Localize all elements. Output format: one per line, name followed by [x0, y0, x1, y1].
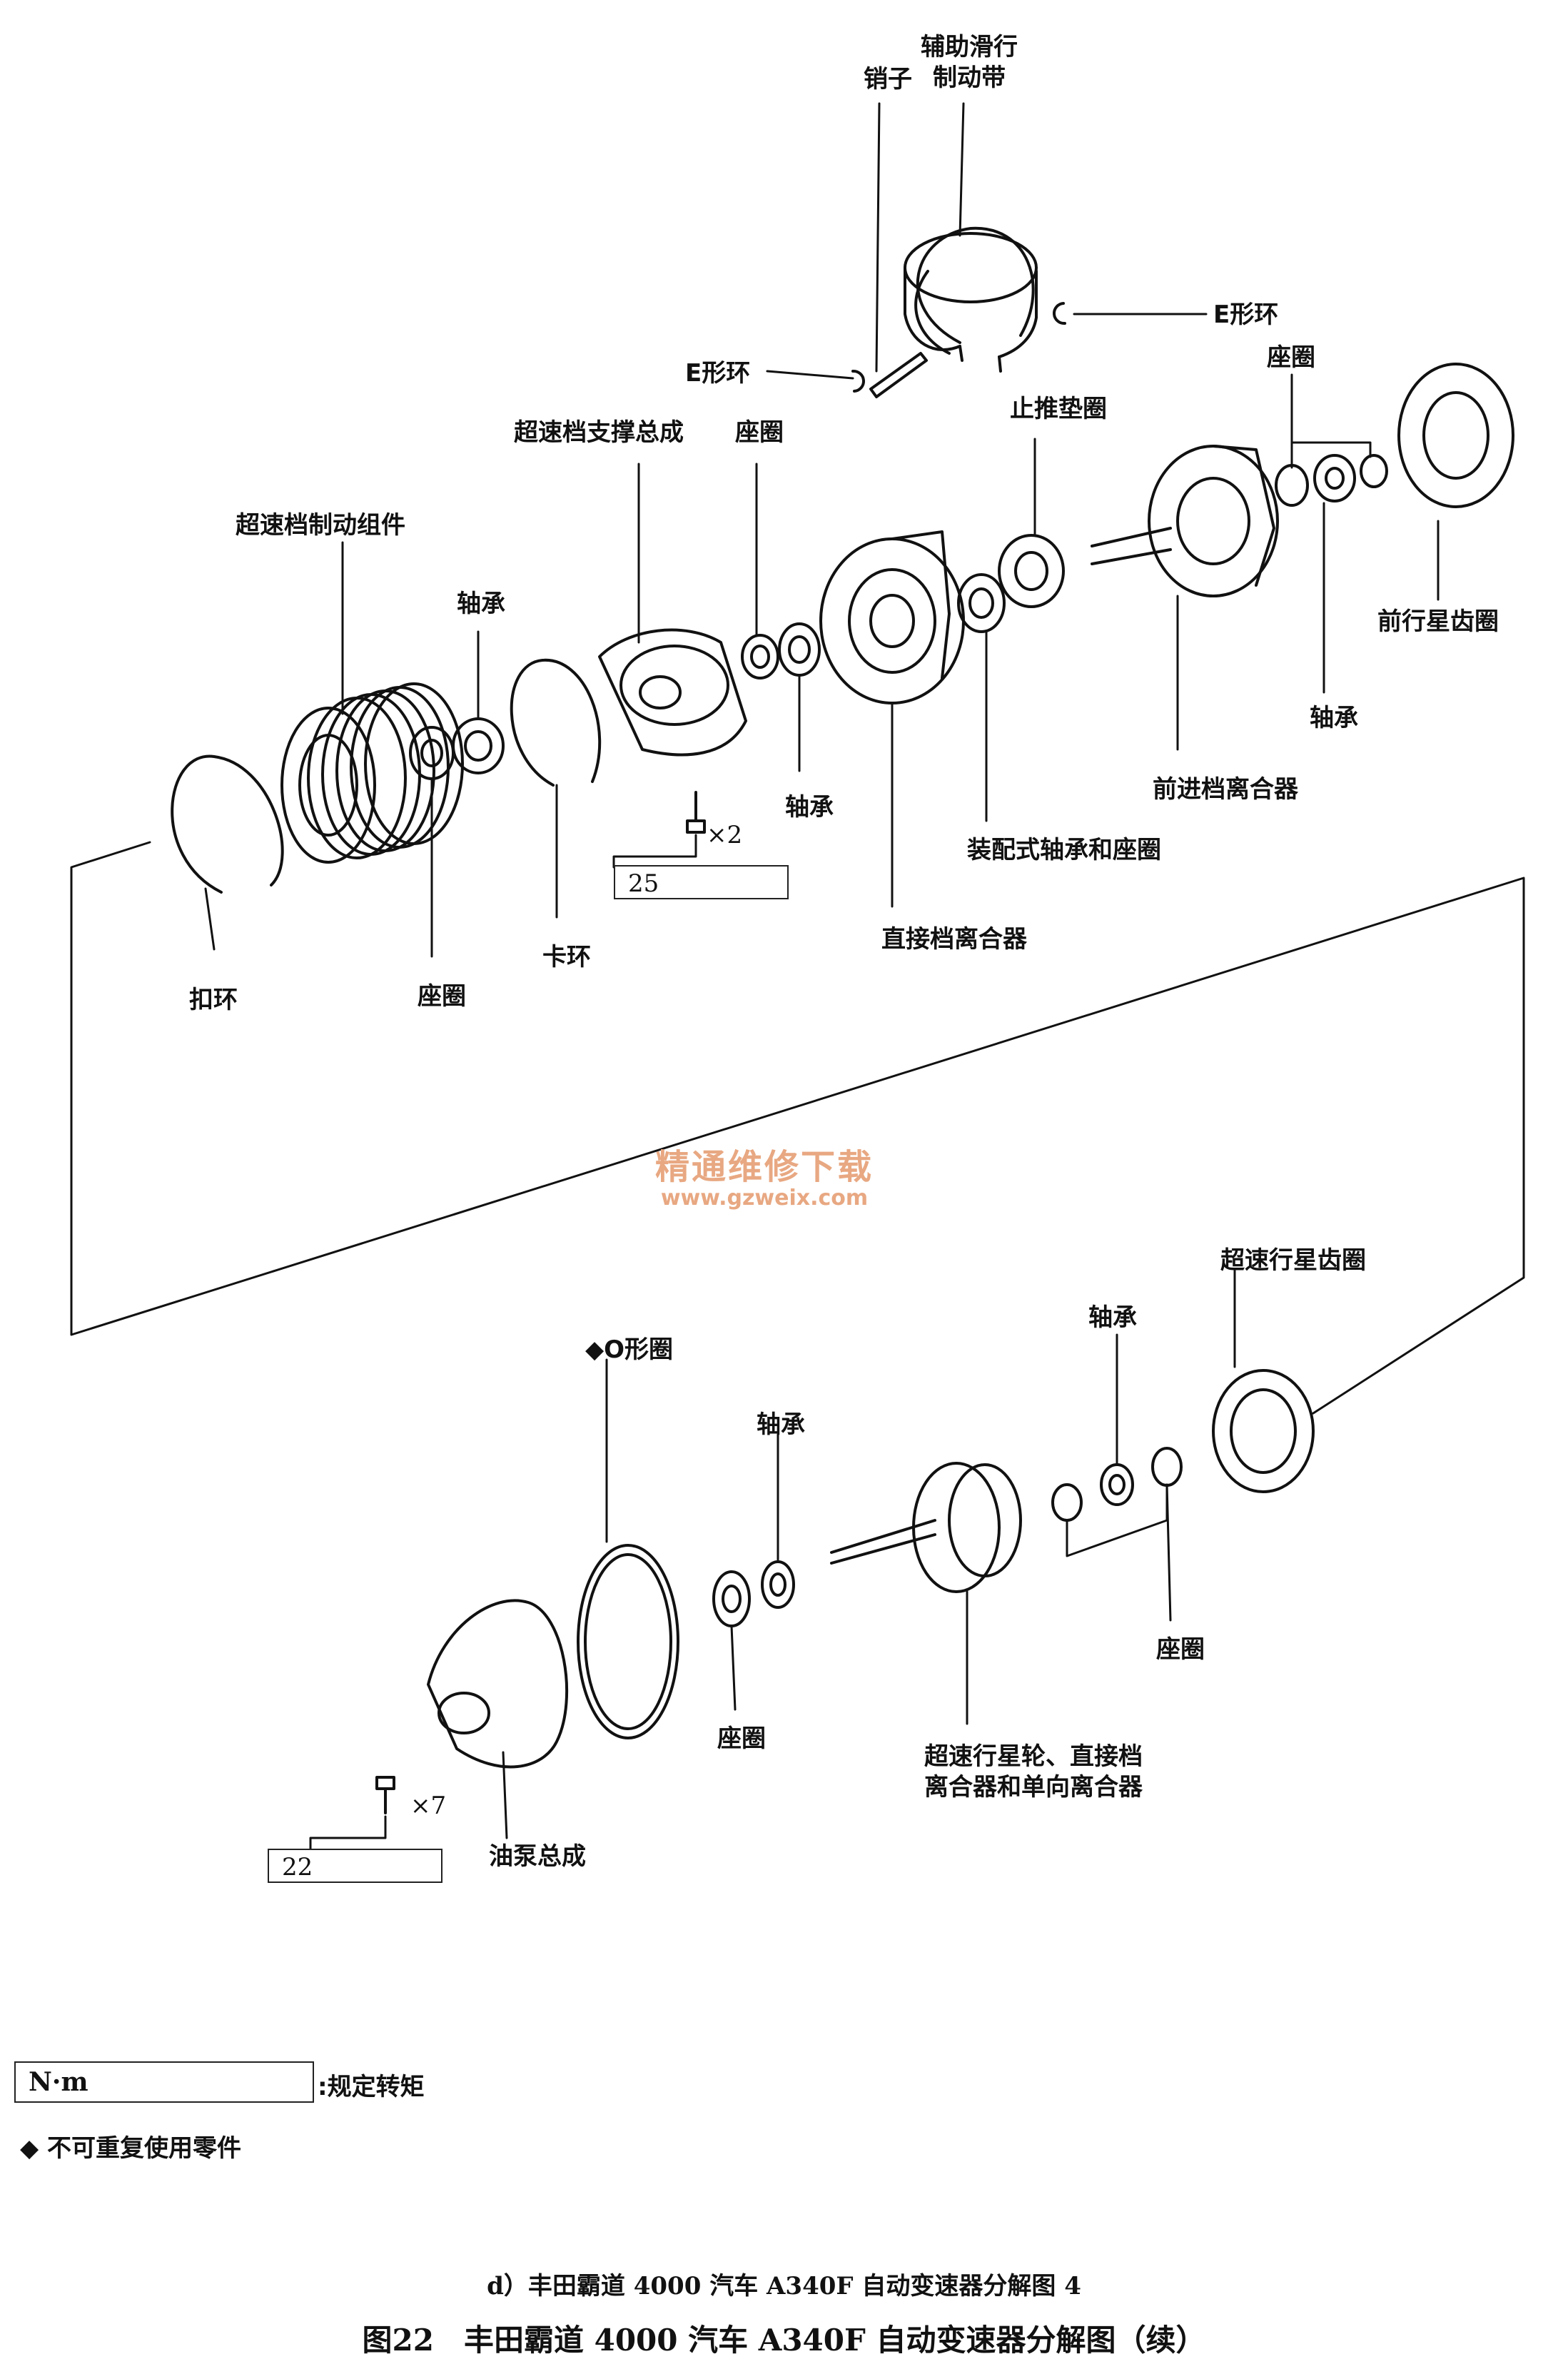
label-bearing-1: 轴承 [457, 590, 505, 618]
od-support-assembly [598, 628, 747, 757]
bearing-left [452, 717, 505, 774]
legend-unit-desc: :规定转矩 [318, 2073, 425, 2101]
label-oil-pump: 油泵总成 [489, 1842, 586, 1871]
label-od-planetary-line1: 超速行星轮、直接档 [924, 1742, 1143, 1771]
sub-caption: d）丰田霸道 4000 汽车 A340F 自动变速器分解图 4 [487, 2272, 1081, 2300]
label-pin: 销子 [864, 65, 912, 94]
torque-bottom-qty: ×7 [410, 1792, 447, 1820]
pin [869, 352, 928, 398]
label-od-ring-gear: 超速行星齿圈 [1220, 1246, 1366, 1275]
figure-caption: 图22 丰田霸道 4000 汽车 A340F 自动变速器分解图（续） [362, 2323, 1206, 2358]
snap-ring [510, 658, 602, 787]
label-aux-band-line2: 制动带 [933, 63, 1006, 92]
label-aux-band-line1: 辅助滑行 [921, 33, 1018, 61]
label-race-assy: 装配式轴承和座圈 [967, 836, 1161, 864]
bearing-bottom [761, 1560, 795, 1609]
label-front-ring-gear: 前行星齿圈 [1377, 607, 1499, 636]
leader-lines [204, 102, 1440, 1850]
o-ring [577, 1544, 679, 1739]
label-thrust-washer: 止推垫圈 [1010, 395, 1107, 423]
label-seat-top: 座圈 [1267, 343, 1315, 372]
label-seat-mid: 座圈 [735, 418, 784, 447]
race-assembly [957, 573, 1006, 633]
front-planetary-ring-gear [1397, 363, 1514, 508]
label-seat-bottom: 座圈 [717, 1724, 766, 1753]
od-brake-assembly [280, 682, 464, 864]
auxiliary-coast-brake-band [904, 226, 1038, 373]
seat-right [1275, 464, 1309, 507]
connector-lines [70, 841, 1525, 1415]
label-bearing-3: 轴承 [785, 793, 834, 822]
label-direct-clutch: 直接档离合器 [881, 925, 1027, 954]
watermark-line2: www.gzweix.com [660, 1186, 869, 1211]
label-snap-ring-left: 扣环 [189, 986, 238, 1014]
forward-clutch [1091, 445, 1279, 597]
label-bearing-2: 轴承 [1310, 704, 1358, 732]
torque-top-box: 25 [614, 865, 789, 899]
seat-bottom [712, 1570, 751, 1627]
e-ring-right [1052, 302, 1066, 325]
seat-bottom-right-b [1151, 1447, 1183, 1487]
oil-pump-assembly [427, 1599, 569, 1769]
label-e-ring-right: E形环 [1213, 300, 1279, 329]
watermark-line1: 精通维修下载 [655, 1147, 874, 1187]
label-od-support: 超速档支撑总成 [514, 418, 684, 447]
label-e-ring-left: E形环 [685, 359, 751, 388]
torque-top-qty: ×2 [707, 821, 743, 849]
label-od-brake: 超速档制动组件 [236, 511, 405, 540]
label-forward-clutch: 前进档离合器 [1153, 775, 1298, 804]
label-aux-band: 辅助滑行 制动带 [921, 32, 1018, 93]
label-bearing-5: 轴承 [757, 1410, 805, 1439]
label-snap-ring: 卡环 [542, 943, 591, 971]
torque-bottom-box: 22 [268, 1849, 442, 1883]
snap-ring-left [171, 754, 284, 894]
direct-clutch [819, 530, 965, 704]
label-seat-bottom-right: 座圈 [1156, 1635, 1205, 1664]
bolt-top [686, 791, 706, 834]
bearing-right [1313, 454, 1356, 502]
legend-unit-box: N·m [14, 2061, 314, 2103]
seat-bottom-right-a [1051, 1483, 1083, 1522]
seat-mid [741, 634, 779, 680]
label-od-planetary-line2: 离合器和单向离合器 [924, 1772, 1143, 1802]
bearing-mid [778, 622, 821, 677]
label-bearing-4: 轴承 [1088, 1303, 1137, 1332]
watermark: 精通维修下载 www.gzweix.com [655, 1138, 874, 1211]
label-seat-left: 座圈 [418, 982, 466, 1011]
thrust-washer [998, 534, 1065, 608]
od-planetary-gear [830, 1462, 1022, 1593]
label-o-ring: ◆O形圈 [585, 1335, 674, 1364]
legend-nonreuse: ◆ 不可重复使用零件 [20, 2134, 241, 2163]
washer-small [1360, 454, 1388, 488]
e-ring-left [851, 369, 866, 393]
label-od-planetary: 超速行星轮、直接档 离合器和单向离合器 [924, 1742, 1143, 1802]
bolt-bottom [375, 1776, 395, 1814]
od-planetary-ring-gear [1212, 1369, 1315, 1493]
bearing-bottom-right [1100, 1463, 1134, 1506]
